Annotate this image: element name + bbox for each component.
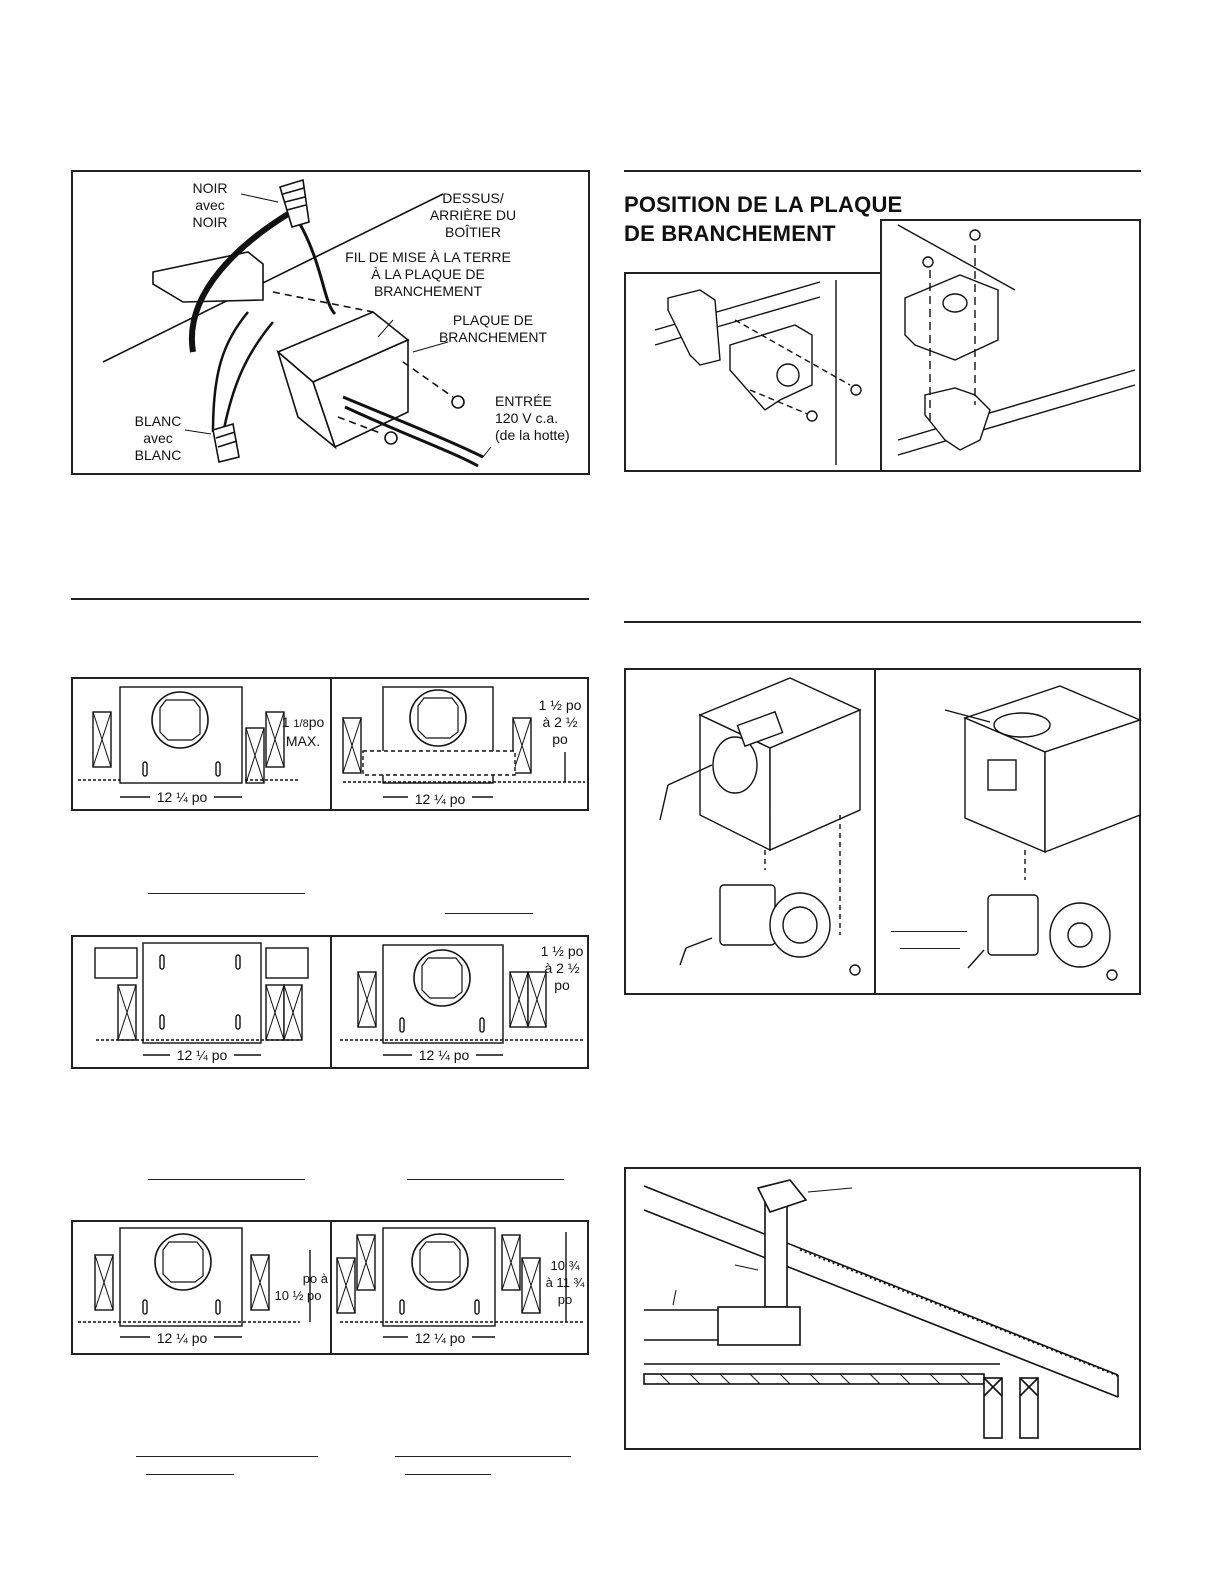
divider bbox=[874, 668, 876, 995]
divider bbox=[330, 1220, 332, 1355]
caption-line bbox=[445, 913, 533, 914]
caption-line bbox=[900, 948, 960, 949]
dim-width-5: 12 ¼ po bbox=[150, 1330, 214, 1347]
divider bbox=[330, 677, 332, 811]
dim-width-6: 12 ¼ po bbox=[408, 1330, 472, 1347]
blower-diagram bbox=[624, 668, 1141, 995]
caption-line bbox=[148, 1179, 305, 1180]
section-rule-top-right bbox=[624, 170, 1141, 172]
section-rule-left bbox=[71, 598, 589, 600]
caption-line bbox=[395, 1456, 571, 1457]
section-rule-right bbox=[624, 621, 1141, 623]
dim-width-4: 12 ¼ po bbox=[412, 1047, 476, 1064]
position-heading: POSITION DE LA PLAQUE DE BRANCHEMENT bbox=[624, 192, 903, 246]
caption-line bbox=[136, 1456, 318, 1457]
wiring-illustration bbox=[102, 178, 492, 468]
dim-width-3: 12 ¼ po bbox=[170, 1047, 234, 1064]
dim-width-1: 12 ¼ po bbox=[150, 789, 214, 806]
caption-line bbox=[146, 1474, 234, 1475]
divider bbox=[330, 935, 332, 1069]
dim-max: 1 1/8po MAX. bbox=[281, 714, 325, 749]
caption-line bbox=[891, 931, 967, 932]
caption-line bbox=[405, 1474, 491, 1475]
position-diagram-right-panel bbox=[880, 219, 1141, 472]
roof-diagram bbox=[624, 1167, 1141, 1450]
dim-width-2: 12 ¼ po bbox=[408, 791, 472, 808]
caption-line bbox=[148, 893, 305, 894]
caption-line bbox=[407, 1179, 564, 1180]
